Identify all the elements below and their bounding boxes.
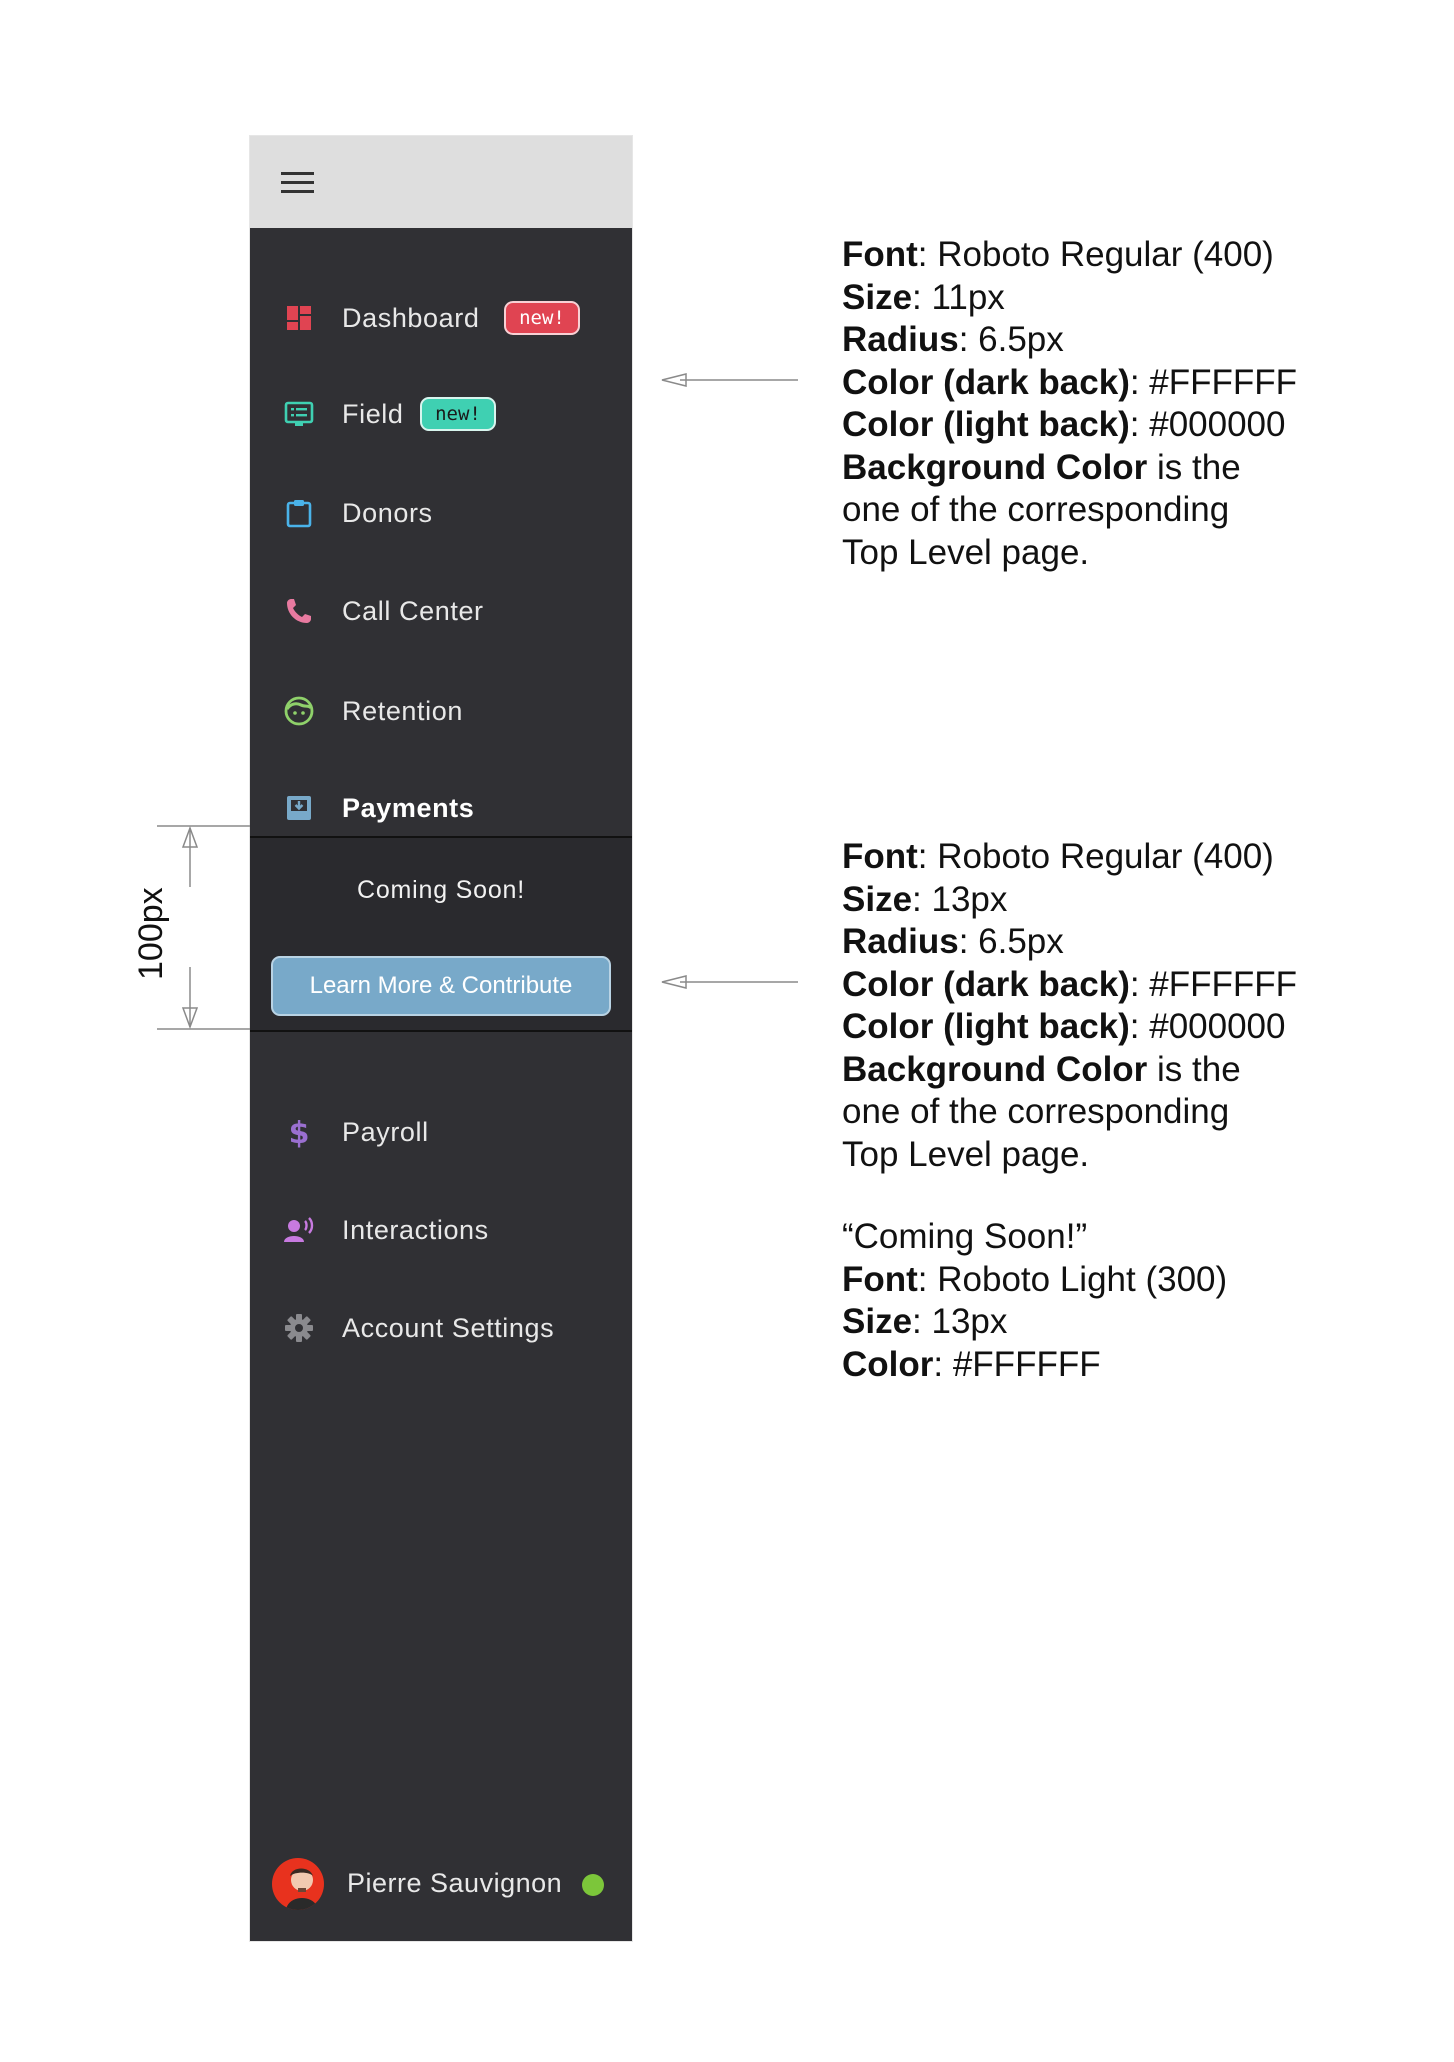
button-annotation-arrow (661, 975, 798, 989)
sidebar-item-label: Interactions (342, 1214, 489, 1245)
height-dimension-label: 100px (132, 887, 170, 980)
coming-soon-text: Coming Soon! (356, 876, 526, 904)
spec-key: Radius (842, 922, 959, 961)
hamburger-menu-icon[interactable] (281, 170, 314, 194)
spec-value: : #000000 (1129, 1007, 1286, 1046)
sidebar: Dashboard new! Field new! Donors Call Ce… (250, 136, 632, 1941)
sidebar-item-donors[interactable]: Donors (250, 475, 632, 551)
spec-value: Top Level page. (842, 532, 1090, 572)
sidebar-item-account-settings[interactable]: Account Settings (250, 1290, 632, 1366)
spec-value: : #000000 (1129, 405, 1286, 444)
spec-key: Font (842, 837, 918, 876)
spec-key: Size (842, 1302, 913, 1341)
coming-soon-spec-annotation: “Coming Soon!” Font: Roboto Light (300) … (842, 1216, 1442, 1386)
user-profile[interactable]: Pierre Sauvignon (250, 1854, 632, 1914)
spec-value: is the (1147, 1049, 1241, 1089)
sidebar-header (250, 136, 632, 228)
spec-value: : #FFFFFF (1129, 362, 1298, 402)
sidebar-item-label: Account Settings (342, 1312, 555, 1343)
spec-value: : #FFFFFF (933, 1344, 1101, 1384)
dollar-icon: $ (283, 1116, 315, 1148)
spec-value: : Roboto Regular (400) (917, 235, 1274, 274)
sidebar-item-label: Dashboard (342, 302, 480, 333)
spec-key: Color (light back) (842, 1007, 1130, 1046)
spec-value: : 13px (912, 879, 1008, 919)
height-dimension-marker (157, 825, 250, 1030)
sidebar-item-label: Call Center (342, 595, 484, 626)
spec-key: Color (light back) (842, 405, 1130, 444)
spec-value: one of the corresponding (842, 490, 1230, 529)
sidebar-item-payroll[interactable]: $ Payroll (250, 1094, 632, 1170)
spec-title: “Coming Soon!” (842, 1217, 1088, 1256)
spec-key: Background Color (842, 447, 1148, 487)
avatar[interactable] (272, 1858, 324, 1910)
phone-icon (283, 595, 315, 627)
speaking-person-icon (283, 1214, 315, 1246)
spec-key: Size (842, 277, 913, 317)
user-name: Pierre Sauvignon (347, 1868, 563, 1898)
sidebar-item-payments[interactable]: Payments (250, 770, 632, 846)
sidebar-item-label: Donors (342, 497, 433, 528)
inbox-download-icon (283, 792, 315, 824)
spec-value: Top Level page. (842, 1134, 1090, 1174)
gear-icon (283, 1312, 315, 1344)
spec-key: Color (842, 1344, 934, 1384)
sidebar-item-dashboard[interactable]: Dashboard new! (250, 280, 632, 356)
monitor-list-icon (283, 398, 315, 430)
sidebar-item-label: Field (342, 398, 404, 429)
sidebar-item-label: Payroll (342, 1116, 429, 1147)
spec-value: : 11px (912, 277, 1005, 317)
sidebar-item-call-center[interactable]: Call Center (250, 573, 632, 649)
spec-key: Size (842, 879, 913, 919)
face-icon (283, 695, 315, 727)
spec-key: Color (dark back) (842, 362, 1130, 402)
badge-spec-annotation: Font: Roboto Regular (400) Size: 11px Ra… (842, 234, 1442, 574)
spec-value: : 13px (912, 1302, 1008, 1341)
new-badge: new! (420, 397, 496, 431)
badge-annotation-arrow (661, 373, 798, 387)
spec-key: Background Color (842, 1049, 1148, 1089)
spec-key: Radius (842, 320, 959, 359)
online-status-indicator (582, 1874, 604, 1896)
learn-more-contribute-button[interactable]: Learn More & Contribute (271, 956, 611, 1016)
svg-text:$: $ (289, 1116, 310, 1148)
spec-key: Font (842, 1259, 918, 1299)
clipboard-icon (283, 497, 315, 529)
sidebar-item-label: Retention (342, 695, 463, 726)
spec-key: Font (842, 235, 918, 274)
spec-value: : Roboto Light (300) (917, 1259, 1228, 1299)
coming-soon-section: Coming Soon! Learn More & Contribute (250, 836, 632, 1032)
spec-value: : 6.5px (958, 320, 1064, 359)
spec-value: : 6.5px (958, 922, 1064, 961)
sidebar-item-label: Payments (342, 792, 475, 823)
spec-value: is the (1147, 447, 1241, 487)
dashboard-icon (283, 302, 315, 334)
spec-key: Color (dark back) (842, 964, 1130, 1004)
sidebar-item-field[interactable]: Field new! (250, 376, 632, 452)
spec-value: : #FFFFFF (1129, 964, 1298, 1004)
new-badge: new! (504, 301, 580, 335)
sidebar-item-retention[interactable]: Retention (250, 673, 632, 749)
spec-value: one of the corresponding (842, 1092, 1230, 1131)
button-spec-annotation: Font: Roboto Regular (400) Size: 13px Ra… (842, 836, 1442, 1176)
spec-value: : Roboto Regular (400) (917, 837, 1274, 876)
sidebar-item-interactions[interactable]: Interactions (250, 1192, 632, 1268)
